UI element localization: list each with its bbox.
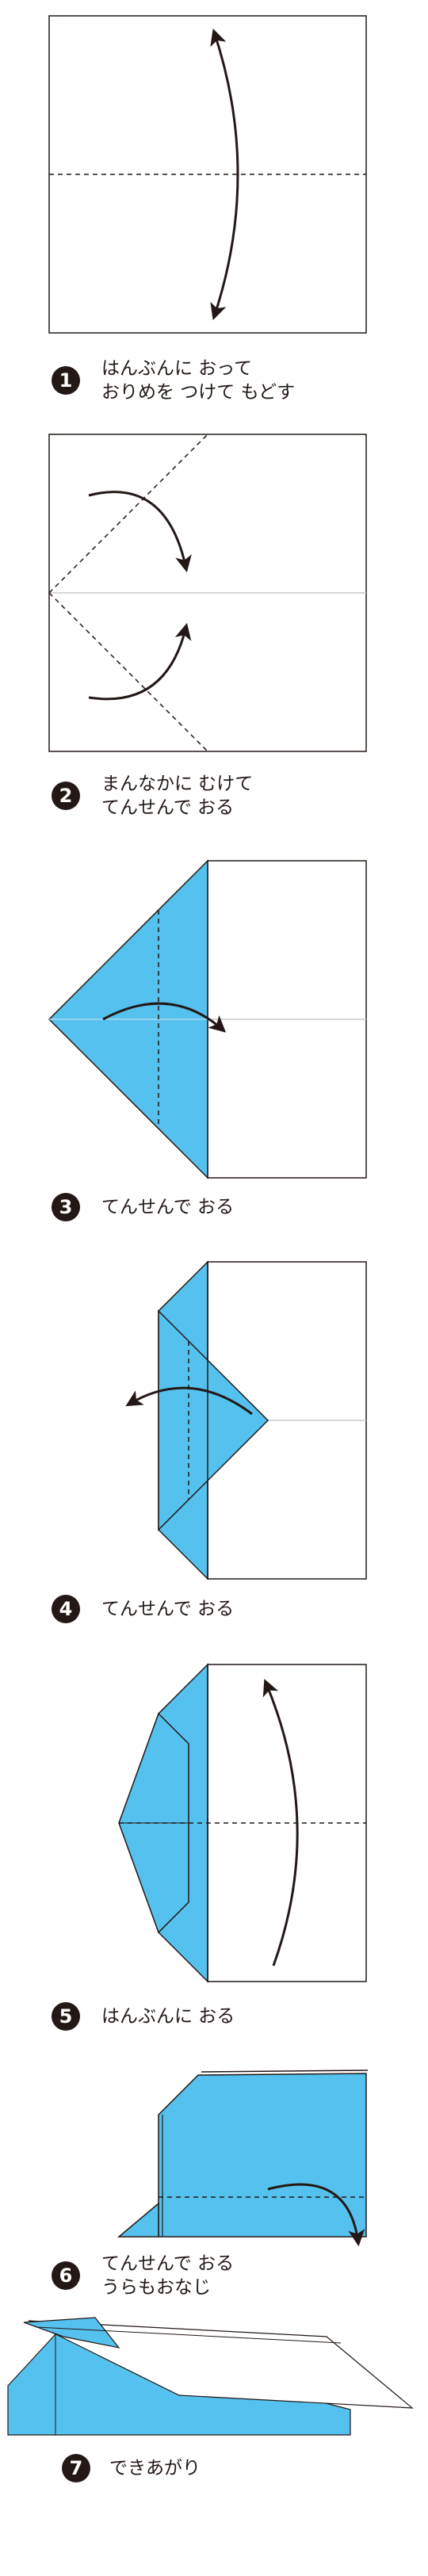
fold-unfold-arrow xyxy=(210,29,239,320)
step-5-line-1: はんぶんに おる xyxy=(101,2006,235,2027)
fold-left-arrow xyxy=(125,1386,253,1416)
fold-down-arrow xyxy=(267,2183,365,2247)
wing-edge xyxy=(36,2326,342,2344)
fold-up-arrow xyxy=(88,622,192,701)
step-1-diagram xyxy=(48,15,367,334)
fold-down-arrow xyxy=(88,491,192,573)
plane-wing xyxy=(28,2320,414,2409)
step-4-line-1: てんせんで おる xyxy=(101,1599,235,1619)
plane-nose-flap xyxy=(23,2317,120,2349)
step-5-instruction: はんぶんに おる xyxy=(101,2005,235,2028)
paper-tail xyxy=(117,2202,159,2238)
step-3-line-1: てんせんで おる xyxy=(101,1197,235,1217)
step-3-instruction: てんせんで おる xyxy=(101,1195,234,1219)
step-1-line-2: おりめを つけて もどす xyxy=(101,382,296,403)
layer-edge xyxy=(201,2070,369,2073)
step-7-instruction: できあがり xyxy=(109,2456,201,2480)
paper-blue-flap xyxy=(158,1309,269,1531)
fold-right-arrow xyxy=(102,1002,227,1033)
step-7-number: 7 xyxy=(62,2454,90,2482)
step-5-number: 5 xyxy=(52,2002,80,2031)
valley-fold-line-top xyxy=(48,434,208,594)
fold-up-arrow xyxy=(262,1679,299,1966)
step-2-number: 2 xyxy=(52,782,80,810)
step-1-line-1: はんぶんに おって xyxy=(101,358,253,379)
step-6-number: 6 xyxy=(52,2261,80,2290)
step-4-diagram xyxy=(125,1260,367,1580)
step-6-line-1: てんせんで おる xyxy=(101,2253,235,2274)
step-6-instruction: てんせんで おる うらもおなじ xyxy=(101,2252,234,2299)
step-1-number: 1 xyxy=(52,366,80,395)
step-7-line-1: できあがり xyxy=(109,2458,201,2479)
step-2-diagram xyxy=(48,434,367,752)
step-5-diagram xyxy=(118,1663,367,1983)
step-2-instruction: まんなかに むけて てんせんで おる xyxy=(101,772,253,820)
step-7-diagram xyxy=(7,2317,414,2436)
step-1-instruction: はんぶんに おって おりめを つけて もどす xyxy=(101,357,295,404)
valley-fold-line-bottom xyxy=(48,592,208,752)
step-2-line-1: まんなかに むけて xyxy=(101,774,254,794)
step-2-line-2: てんせんで おる xyxy=(101,797,235,818)
step-3-number: 3 xyxy=(52,1193,80,1221)
step-4-instruction: てんせんで おる xyxy=(101,1597,234,1621)
paper-body xyxy=(158,2073,367,2238)
step-3-diagram xyxy=(48,859,367,1179)
step-4-number: 4 xyxy=(52,1595,80,1623)
step-6-diagram xyxy=(117,2070,369,2247)
step-6-line-2: うらもおなじ xyxy=(101,2277,211,2298)
